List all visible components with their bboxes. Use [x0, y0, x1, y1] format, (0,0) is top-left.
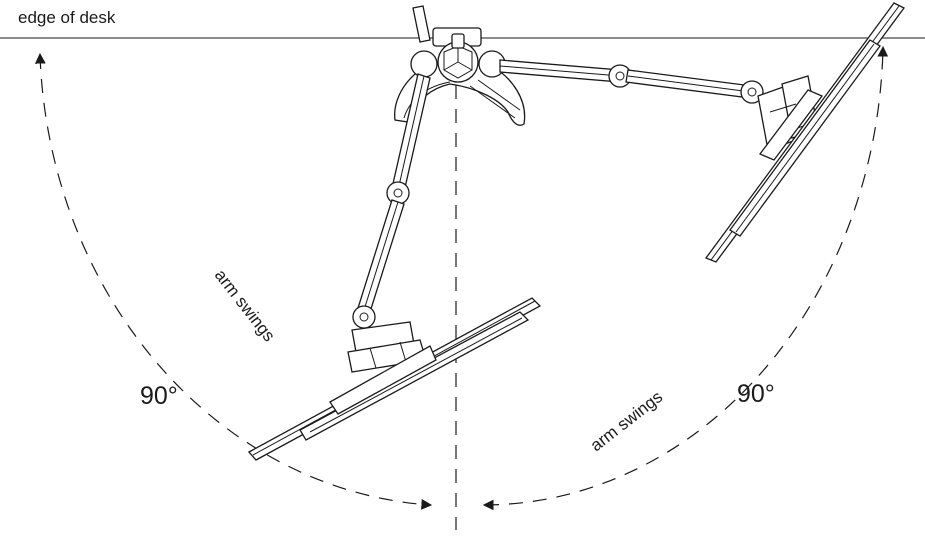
- left-arm-elbow-joint: [386, 181, 410, 205]
- right-swing-label: arm swings: [587, 387, 666, 455]
- left-swing-label: arm swings: [211, 266, 279, 345]
- right-arm: [499, 59, 819, 151]
- left-swing-arc: [34, 52, 433, 510]
- desk-edge-label: edge of desk: [18, 8, 116, 27]
- right-arm-tilt-joint: [740, 80, 764, 104]
- desk-clamp-base: [394, 5, 526, 126]
- left-angle-label: 90°: [140, 382, 178, 410]
- right-monitor: [704, 2, 905, 263]
- left-arm: [347, 73, 431, 373]
- left-arm-tilt-joint: [352, 305, 376, 329]
- right-swing-arc: [482, 45, 889, 511]
- right-angle-label: 90°: [737, 380, 775, 408]
- left-monitor: [247, 297, 542, 461]
